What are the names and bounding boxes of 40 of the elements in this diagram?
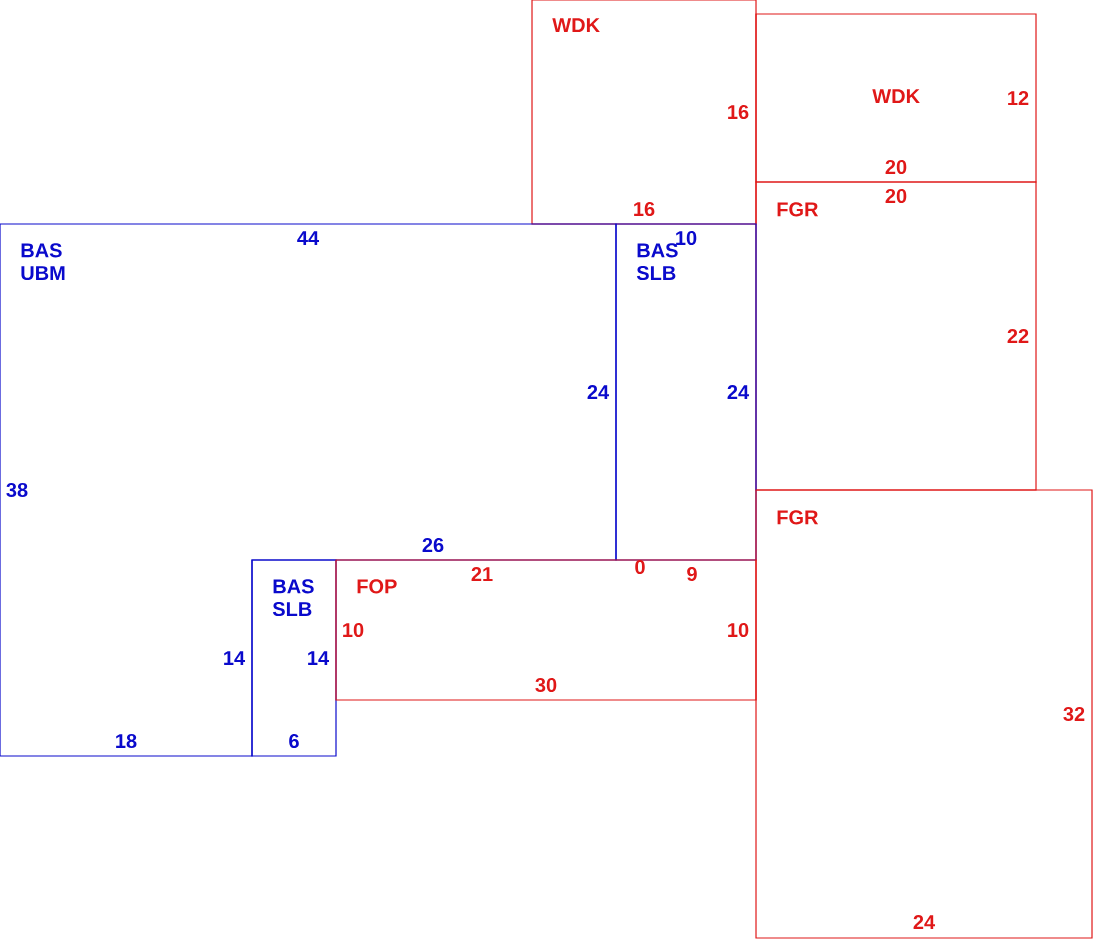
room-name: FGR xyxy=(777,202,819,217)
dimension-label: 10 xyxy=(728,622,749,638)
dimension-label: 10 xyxy=(676,230,697,246)
dimension-label: 26 xyxy=(422,537,444,553)
room-name: BAS SLB xyxy=(272,579,314,617)
dimension-label: 10 xyxy=(343,622,364,638)
room-name: FOP xyxy=(357,579,397,594)
room-outline xyxy=(755,489,1093,939)
room-outline xyxy=(531,0,757,225)
dimension-label: 16 xyxy=(728,104,749,120)
dimension-label: 14 xyxy=(308,651,329,665)
dimension-label: 20 xyxy=(885,188,907,204)
dimension-label: 0 xyxy=(635,559,645,575)
room-outline xyxy=(0,223,617,757)
room-outline xyxy=(251,559,337,757)
dimension-label: 12 xyxy=(1008,91,1029,105)
room-name: FGR xyxy=(777,510,819,525)
room-name: WDK xyxy=(872,89,920,104)
dimension-label: 32 xyxy=(1063,706,1085,722)
dimension-label: 21 xyxy=(471,567,493,581)
room-name: BAS SLB xyxy=(636,243,678,281)
dimension-label: 30 xyxy=(535,677,557,693)
room-outline xyxy=(755,13,1037,183)
dimension-label: 6 xyxy=(289,733,299,749)
room-name: BAS UBM xyxy=(21,243,65,281)
dimension-label: 16 xyxy=(634,201,655,217)
dimension-label: 14 xyxy=(224,651,245,665)
room-outline xyxy=(335,559,757,701)
dimension-label: 18 xyxy=(116,733,137,749)
dimension-label: 44 xyxy=(297,231,319,245)
dimension-label: 24 xyxy=(587,385,609,399)
room-outline xyxy=(755,181,1037,491)
dimension-label: 24 xyxy=(727,385,749,399)
dimension-label: 22 xyxy=(1007,329,1029,343)
room-name: WDK xyxy=(552,18,600,33)
dimension-label: 9 xyxy=(687,566,697,582)
room-outline xyxy=(615,223,757,561)
dimension-label: 38 xyxy=(6,482,28,498)
dimension-label: 24 xyxy=(913,915,936,929)
dimension-label: 20 xyxy=(885,159,907,175)
